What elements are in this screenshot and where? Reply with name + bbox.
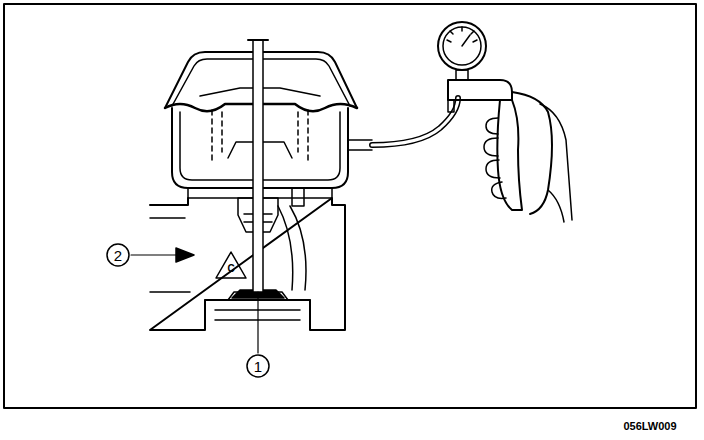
pump-nozzle (448, 100, 454, 112)
valve-stem (253, 40, 263, 292)
bolt (292, 188, 304, 206)
flow-arrowhead (176, 248, 194, 262)
vacuum-hose-inner (372, 98, 458, 145)
callout-circle (107, 244, 129, 266)
flow-arrow-line (131, 254, 178, 255)
outlet-passage (278, 206, 306, 290)
gauge-ticks (447, 27, 477, 46)
vacuum-hose (372, 98, 458, 145)
vacuum-gauge (438, 22, 486, 70)
gauge-dial (443, 27, 481, 65)
pump-body (448, 80, 512, 100)
hand-palm (540, 104, 572, 222)
figure-code: 056LW009 (623, 421, 676, 432)
callout-circle (247, 355, 269, 377)
frame (4, 4, 696, 408)
valve-body (150, 198, 345, 330)
symbol-letter: C (227, 264, 234, 274)
pump-grip (512, 92, 552, 214)
vacuum-port (348, 140, 372, 150)
stem-top (248, 39, 268, 41)
hand-fingers (484, 118, 506, 198)
caution-triangle (216, 252, 246, 278)
callout-number: 2 (114, 248, 122, 263)
pump-handle (497, 100, 522, 210)
leader-line (257, 292, 258, 353)
callout-number: 1 (254, 359, 262, 374)
gauge-neck (456, 70, 468, 80)
